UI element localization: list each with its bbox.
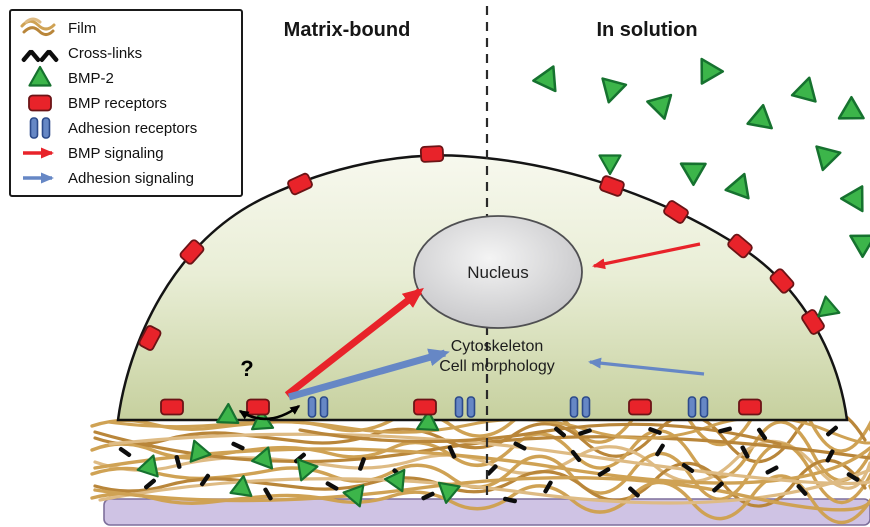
bmp2-molecule: [849, 223, 870, 259]
bmp2-molecule: [532, 60, 566, 93]
legend-item-bmp-signaling: BMP signaling: [23, 145, 164, 162]
bmp2-molecule: [790, 73, 823, 103]
bmp2-molecule: [229, 473, 256, 497]
legend-item-bmp2: BMP-2: [28, 65, 114, 87]
matrix-bound-title: Matrix-bound: [284, 19, 411, 41]
legend-item-label: BMP receptors: [68, 95, 167, 112]
legend-item-film: Film: [20, 17, 96, 37]
bmp2-molecule: [815, 139, 845, 172]
film-icon: [20, 17, 56, 36]
bmp2-molecule: [839, 185, 870, 219]
legend-item-adhesion-receptors: Adhesion receptors: [29, 117, 197, 139]
bmp2-molecule: [673, 151, 707, 187]
bmp-receptor: [628, 398, 652, 416]
bmp-receptor-icon: [28, 94, 52, 112]
question-mark: ?: [240, 356, 253, 381]
bmp2-molecule: [724, 168, 757, 200]
bmp2-molecule: [646, 85, 681, 120]
legend-item-label: Cross-links: [68, 45, 142, 62]
cytoskeleton-label: Cytoskeleton: [451, 338, 544, 355]
bmp-receptor: [413, 398, 437, 416]
legend-item-label: Adhesion receptors: [68, 120, 197, 137]
bmp-receptor: [246, 398, 270, 416]
legend-item-label: BMP signaling: [68, 145, 164, 162]
bmp-receptor: [419, 145, 445, 163]
nucleus: [413, 215, 583, 329]
adhesion-signaling-arrow-right: [588, 357, 705, 376]
cell-morphology-label: Cell morphology: [439, 358, 555, 375]
legend-item-label: Film: [68, 20, 96, 37]
bmp2-molecule: [595, 77, 628, 107]
bmp-signaling-arrow-right: [592, 242, 701, 270]
legend-item-crosslinks: Cross-links: [20, 45, 142, 63]
legend-item-label: Adhesion signaling: [68, 170, 194, 187]
bmp2-molecule: [689, 51, 725, 85]
bmp2-molecule: [831, 95, 865, 131]
bmp-receptor: [738, 398, 762, 416]
legend: Film Cross-links BMP-2 BMP receptors Adh…: [9, 9, 243, 197]
crosstalk-arrow: [238, 404, 301, 421]
in-solution-title: In solution: [596, 19, 697, 41]
legend-box: [9, 9, 243, 197]
legend-item-label: BMP-2: [68, 70, 114, 87]
bmp2-molecule: [746, 103, 781, 139]
bmp2-molecule: [817, 295, 845, 324]
bmp-signaling-arrow-left: [284, 287, 424, 398]
bmp-receptor: [160, 398, 184, 416]
nucleus-label: Nucleus: [467, 263, 528, 282]
legend-item-adhesion-signaling: Adhesion signaling: [23, 170, 194, 187]
bmp2-molecule: [598, 154, 622, 176]
adhesion-signaling-arrow-left: [288, 348, 450, 401]
legend-item-bmp-receptors: BMP receptors: [28, 94, 167, 112]
substrate-bar: [103, 498, 870, 526]
